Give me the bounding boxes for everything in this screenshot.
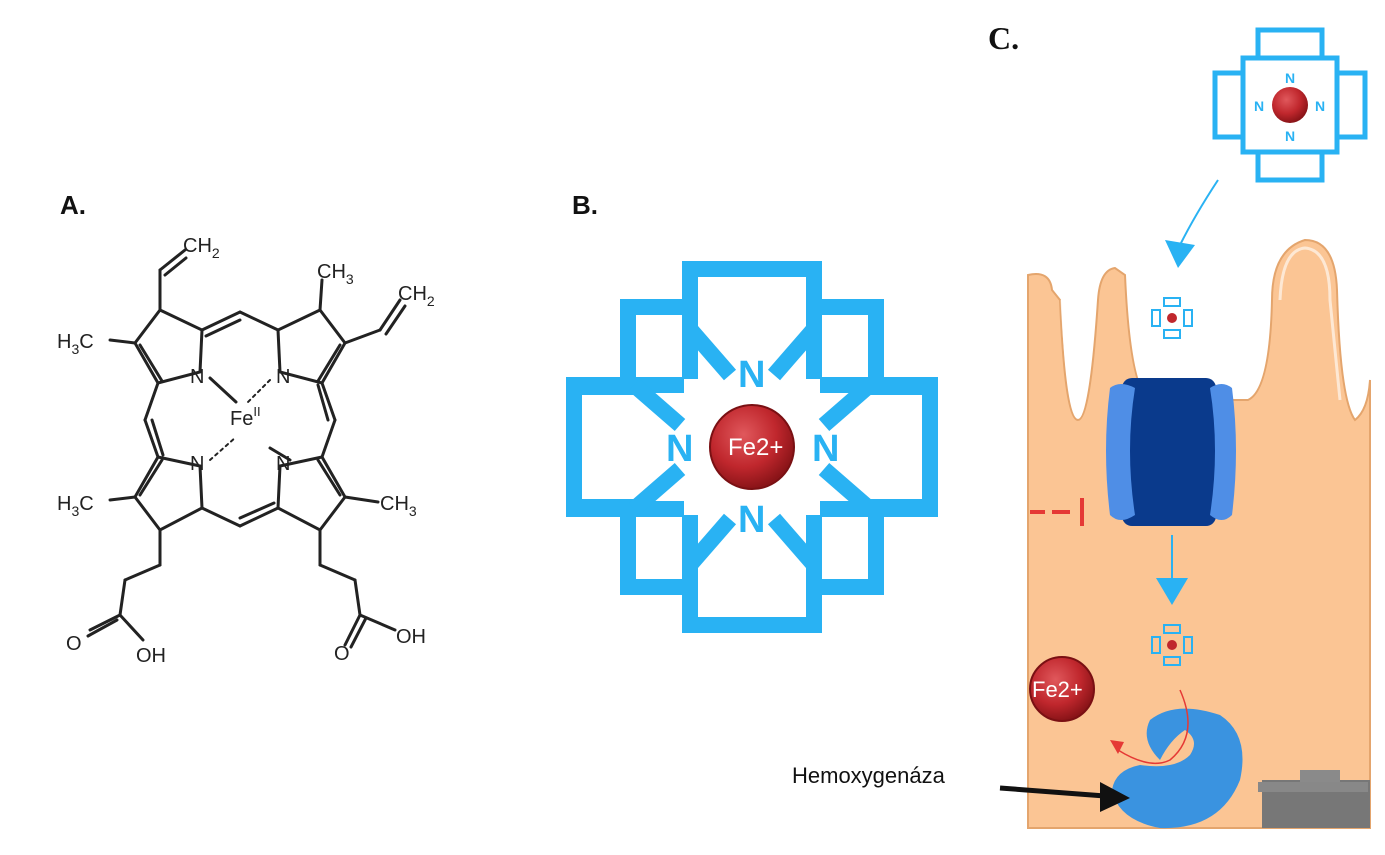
iron-label: FeII	[230, 404, 261, 430]
heme-top-n-left: N	[1254, 98, 1264, 114]
heme-top-iron	[1272, 87, 1308, 123]
heme-icon-membrane	[1151, 297, 1193, 339]
callout-arrow	[999, 785, 1106, 799]
arrow-heme-to-membrane	[1179, 179, 1219, 246]
nitrogen-top-left: N	[190, 366, 204, 388]
schematic-n-right: N	[812, 428, 839, 470]
arrow-head-cell	[1156, 578, 1188, 605]
schematic-porphyrin: Fe2+ N N N N	[566, 261, 938, 633]
panel-label-c: C.	[988, 20, 1020, 56]
acid-right-o: O	[334, 643, 350, 665]
heme-labels: CH2 CH3 CH2 H3C H3C CH3 N N N N FeII O O…	[57, 235, 435, 667]
heme-top-n-top: N	[1285, 70, 1295, 86]
acid-left-o: O	[66, 633, 82, 655]
panel-label-a: A.	[60, 190, 86, 220]
trash-bin-icon	[1258, 770, 1370, 828]
heme-top-n-right: N	[1315, 98, 1325, 114]
schematic-n-bottom: N	[738, 499, 765, 541]
methyl-left-top-label: H3C	[57, 331, 94, 357]
schematic-iron-label: Fe2+	[728, 434, 783, 461]
schematic-n-top: N	[738, 354, 765, 396]
hemoxygenase-label: Hemoxygenáza	[792, 763, 945, 788]
panel-label-b: B.	[572, 190, 598, 220]
hemoxygenase-enzyme	[1112, 708, 1243, 829]
heme-structure	[86, 248, 407, 649]
arrow-head-top	[1165, 240, 1195, 268]
free-iron-ball	[1029, 656, 1095, 722]
free-iron-label: Fe2+	[1032, 677, 1083, 702]
methyl-top-label: CH3	[317, 261, 354, 287]
heme-icon-top: N N N N	[1212, 27, 1368, 183]
methyl-left-bottom-label: H3C	[57, 493, 94, 519]
heme-top-n-bottom: N	[1285, 128, 1295, 144]
nitrogen-bottom-right: N	[276, 453, 290, 475]
inhibition-marker	[1030, 498, 1084, 526]
acid-left-oh: OH	[136, 645, 166, 667]
schematic-n-left: N	[666, 428, 693, 470]
iron-ball	[709, 404, 795, 490]
heme-icon-cell	[1151, 624, 1193, 666]
methyl-right-bottom-label: CH3	[380, 493, 417, 519]
nitrogen-bottom-left: N	[190, 453, 204, 475]
acid-right-oh: OH	[396, 626, 426, 648]
vinyl-top-label: CH2	[183, 235, 220, 261]
heme-transporter	[1106, 378, 1236, 526]
callout-arrow-head	[1100, 782, 1130, 812]
vinyl-right-label: CH2	[398, 283, 435, 309]
nitrogen-top-right: N	[276, 366, 290, 388]
iron-release-arrow-head	[1110, 740, 1124, 754]
iron-release-arrow	[1117, 689, 1189, 765]
